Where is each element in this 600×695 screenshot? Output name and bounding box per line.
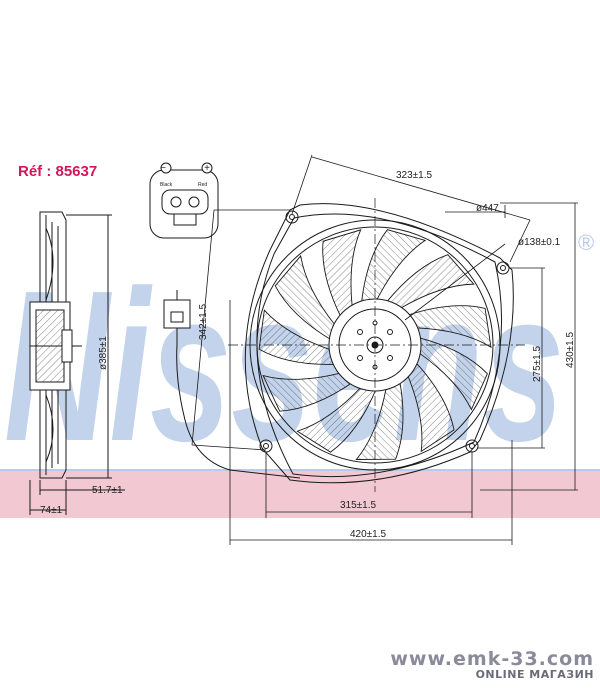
fan-blade	[258, 309, 337, 365]
fan-blade	[406, 305, 492, 349]
fan-blade	[322, 229, 362, 318]
dimension-430: 430±1.5	[565, 331, 576, 368]
dimension-315: 315±1.5	[340, 500, 377, 511]
connector-minus: −	[160, 163, 166, 174]
dimension-420: 420±1.5	[350, 529, 387, 540]
fan-blade	[406, 361, 455, 453]
fan-blade	[360, 229, 427, 304]
connector-black-label: Black	[160, 182, 173, 188]
fan-blades	[258, 229, 492, 460]
dimension-138: ø138±0.1	[518, 237, 561, 248]
connector-detail	[149, 162, 301, 479]
fan-blade	[355, 380, 404, 460]
dimension-51-7: 51.7±1	[92, 485, 123, 496]
fan-blade	[274, 254, 336, 341]
front-dimension-lines	[191, 154, 578, 545]
fan-blade	[385, 254, 475, 310]
dimension-275: 275±1.5	[532, 345, 543, 382]
side-view	[29, 211, 125, 515]
dimension-447: ø447	[476, 203, 499, 214]
site-subtitle: ONLINE МАГАЗИН	[475, 668, 594, 681]
site-url[interactable]: www.emk-33.com	[390, 648, 594, 670]
dimension-323: 323±1.5	[396, 170, 433, 181]
connector-plus: +	[204, 163, 210, 174]
site-footer: www.emk-33.com ONLINE МАГАЗИН	[390, 648, 594, 681]
dimension-74: 74±1	[40, 505, 63, 516]
fan-blade	[417, 336, 488, 411]
centre-lines	[228, 198, 525, 492]
dimension-385: ø385±1	[98, 336, 109, 370]
fan-blade	[296, 386, 377, 453]
connector-red-label: Red	[198, 182, 207, 188]
registered-mark: ®	[578, 230, 594, 255]
fan-blade	[262, 372, 353, 412]
dimension-342: 342±1.5	[198, 303, 209, 340]
reference-label: Réf : 85637	[18, 163, 98, 180]
